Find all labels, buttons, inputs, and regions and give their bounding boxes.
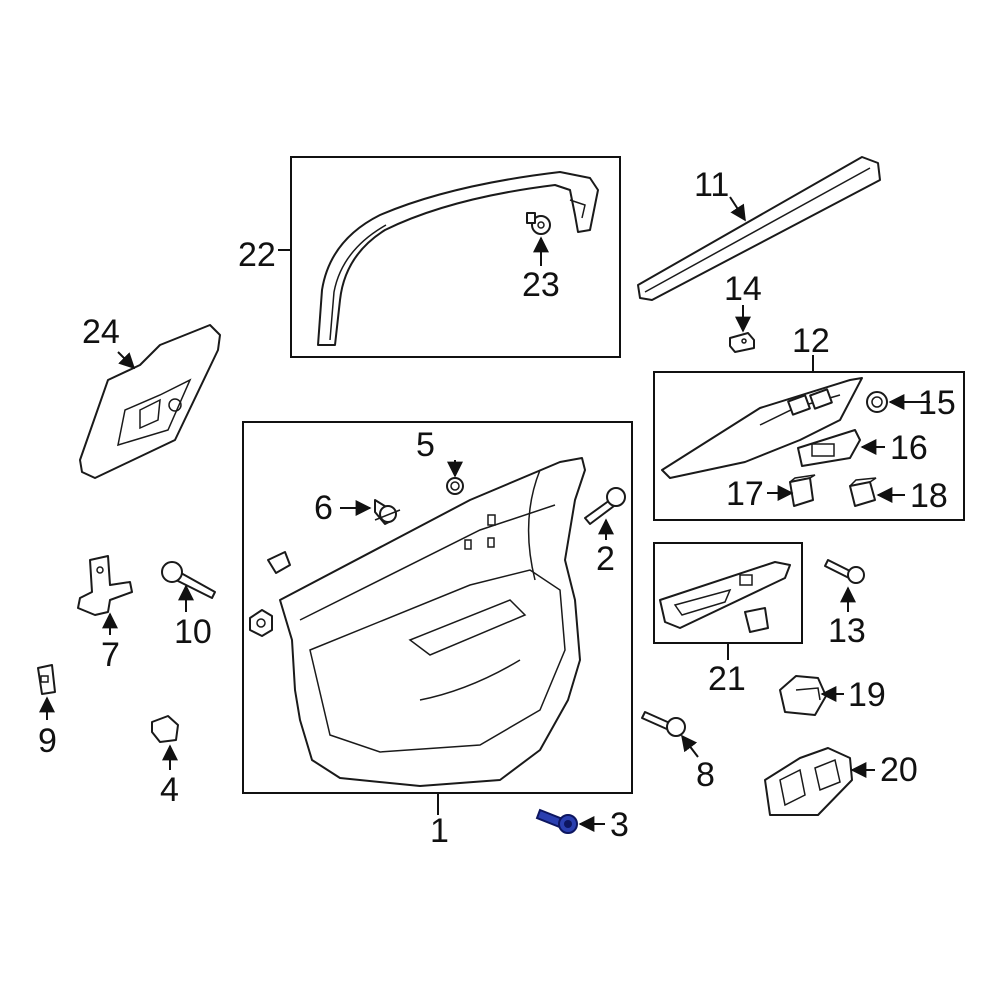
callout-7: 7 — [101, 636, 120, 674]
callout-22: 22 — [238, 236, 276, 274]
part-13-bolt[interactable] — [824, 559, 865, 584]
part-4-clip[interactable] — [151, 715, 179, 743]
part-14-clip[interactable] — [729, 332, 755, 353]
clip-bracket[interactable] — [267, 551, 291, 574]
callout-21: 21 — [708, 660, 746, 698]
callout-12: 12 — [792, 322, 830, 360]
callout-labels: 22 23 11 14 24 12 15 16 17 18 5 6 2 7 10… — [38, 166, 956, 850]
part-20-master-switch[interactable] — [764, 747, 853, 816]
group-box-22 — [290, 156, 621, 358]
part-24-water-shield[interactable] — [79, 324, 221, 479]
part-3-bolt-highlighted[interactable] — [535, 808, 578, 834]
callout-2: 2 — [596, 540, 615, 578]
part-8-bolt[interactable] — [641, 711, 686, 737]
part-16-switch-plate[interactable] — [797, 429, 861, 467]
part-19-switch[interactable] — [779, 675, 827, 716]
callout-9: 9 — [38, 722, 57, 760]
leader-lines — [39, 196, 930, 832]
callout-1: 1 — [430, 812, 449, 850]
part-15-cap[interactable] — [866, 391, 888, 413]
part-1-door-trim-panel[interactable] — [279, 457, 586, 787]
callout-3: 3 — [610, 806, 629, 844]
part-12-armrest-bezel[interactable] — [661, 377, 863, 479]
callout-6: 6 — [314, 489, 333, 527]
switch-21-small[interactable] — [744, 607, 769, 633]
callout-19: 19 — [848, 676, 886, 714]
part-21-switch-bezel[interactable] — [659, 561, 791, 629]
callout-20: 20 — [880, 751, 918, 789]
part-2-screw[interactable] — [584, 487, 626, 525]
callout-4: 4 — [160, 771, 179, 809]
part-17-switch[interactable] — [789, 474, 816, 507]
callout-18: 18 — [910, 477, 948, 515]
callout-16: 16 — [890, 429, 928, 467]
group-box-12 — [653, 371, 965, 521]
part-7-bracket[interactable] — [77, 555, 133, 616]
callout-5: 5 — [416, 426, 435, 464]
part-18-switch[interactable] — [849, 477, 877, 507]
callout-17: 17 — [726, 475, 764, 513]
callout-14: 14 — [724, 270, 762, 308]
part-5-grommet[interactable] — [446, 477, 464, 495]
part-22-frame-moulding[interactable] — [317, 171, 599, 346]
callout-8: 8 — [696, 756, 715, 794]
callout-23: 23 — [522, 266, 560, 304]
callout-24: 24 — [82, 313, 120, 351]
callout-15: 15 — [918, 384, 956, 422]
push-nut[interactable] — [249, 609, 273, 637]
part-23-clip[interactable] — [526, 212, 551, 235]
part-11-belt-moulding[interactable] — [637, 156, 881, 301]
part-6-push-pin[interactable] — [374, 499, 401, 525]
part-9-clip[interactable] — [37, 664, 56, 695]
callout-11: 11 — [694, 166, 729, 204]
callout-10: 10 — [174, 613, 212, 651]
callout-13: 13 — [828, 612, 866, 650]
part-10-stud[interactable] — [161, 561, 216, 599]
